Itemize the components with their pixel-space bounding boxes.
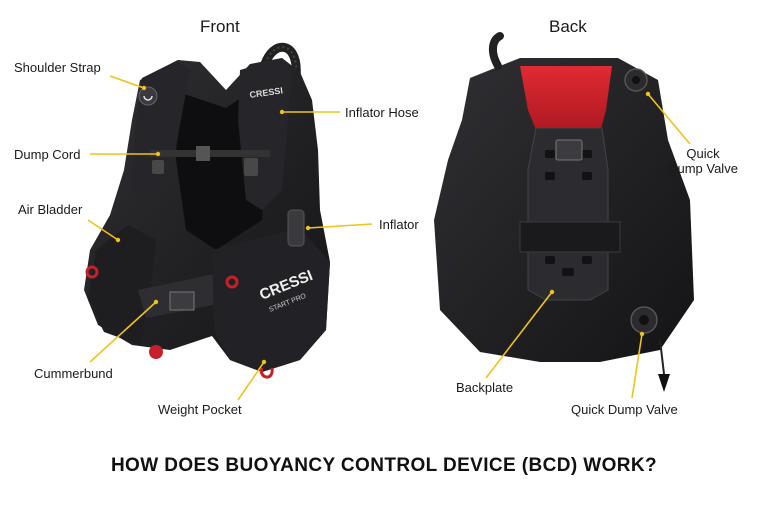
leader-shoulder-strap [109,75,145,89]
back-heading: Back [549,17,587,36]
label-inflator-hose: Inflator Hose [345,105,419,120]
leader-inflator [307,223,373,229]
label-quick-dump-valve-top-line2: Dump Valve [668,161,738,176]
page-title: HOW DOES BUOYANCY CONTROL DEVICE (BCD) W… [110,455,658,476]
label-quick-dump-valve-top-line1: Quick [686,146,720,161]
weight-pocket-shape [212,228,330,372]
leader-weight-pocket [237,361,265,401]
leader-quick-dump-top [647,93,691,145]
leader-backplate [485,291,553,379]
label-weight-pocket: Weight Pocket [158,402,242,417]
label-shoulder-strap: Shoulder Strap [14,60,101,75]
leader-air-bladder [87,219,119,241]
air-bladder-shape [88,225,156,345]
label-quick-dump-valve-bottom: Quick Dump Valve [571,402,678,417]
leader-quick-dump-bottom [631,333,643,399]
front-heading: Front [200,17,240,36]
leader-cummerbund [89,301,157,363]
front-vest: CRESSI CRESSI START PRO [84,42,330,379]
label-dump-cord: Dump Cord [14,147,81,162]
label-inflator: Inflator [379,217,419,232]
red-pull-tab [149,345,163,359]
strap-brand-text: CRESSI [249,85,284,100]
leader-arrowheads [115,85,651,365]
label-air-bladder: Air Bladder [18,202,83,217]
label-cummerbund: Cummerbund [34,366,113,381]
label-quick-dump-valve-top: Quick Dump Valve [660,146,746,176]
leader-lines [87,75,691,401]
back-vest [434,32,694,392]
label-backplate: Backplate [456,380,514,395]
